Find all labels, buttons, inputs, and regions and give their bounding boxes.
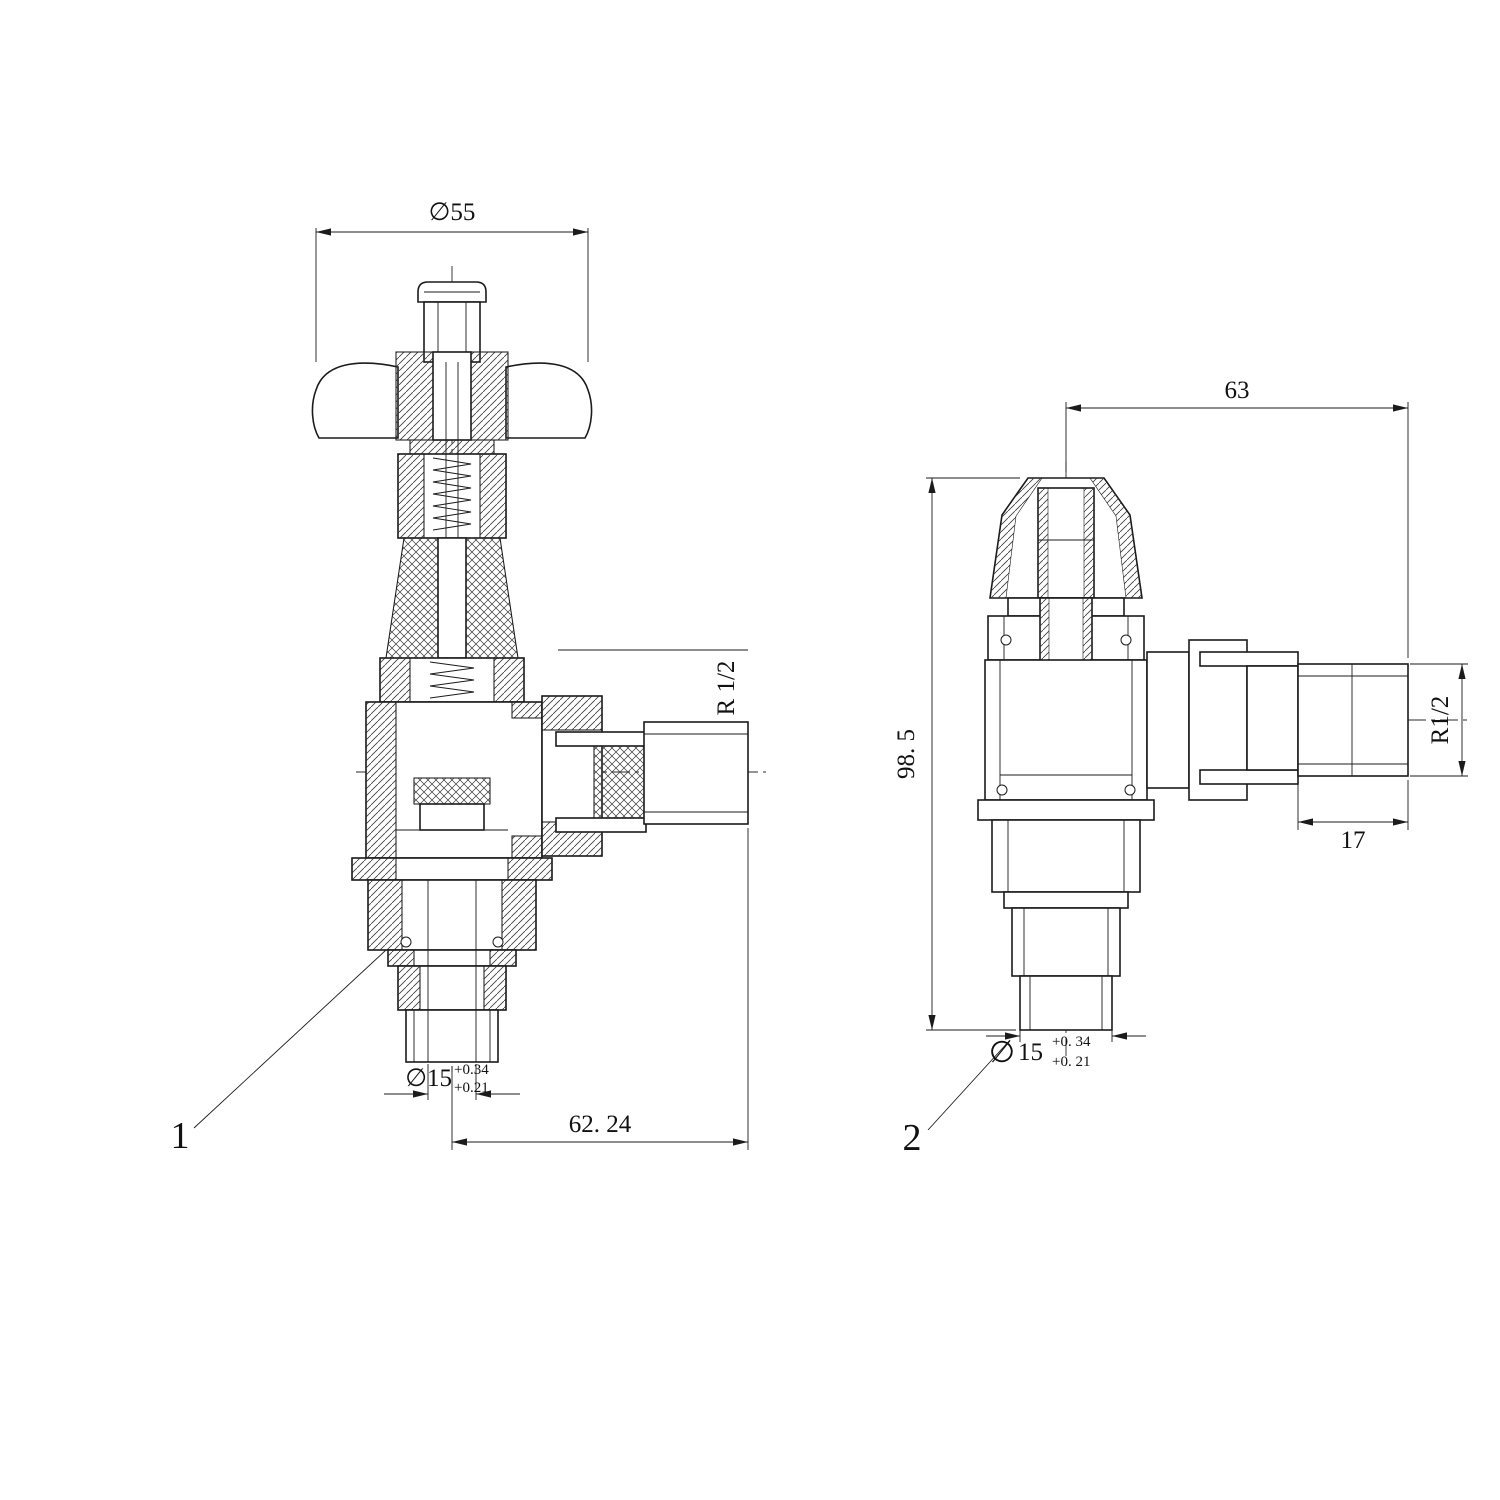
view2-outline-valve: 63 98. 5 R1/2 17 ∅ 15 +0. 34 +0. 21 2 bbox=[893, 377, 1472, 1159]
view1-section-valve: ∅55 R 1/2 ∅15 +0.34 +0.21 62. 24 1 bbox=[171, 199, 766, 1157]
dim-tail-tol-upper-2: +0. 34 bbox=[1052, 1034, 1091, 1050]
view1-valve-body bbox=[365, 701, 543, 859]
dim-handle-diameter: ∅55 bbox=[429, 199, 476, 226]
view1-handle bbox=[311, 351, 593, 455]
view1-tail-assembly bbox=[351, 857, 553, 1063]
view1-outlet-branch bbox=[541, 649, 749, 857]
dim-outlet-thread-1: R 1/2 bbox=[713, 661, 740, 716]
view1-collar bbox=[379, 657, 525, 703]
view2-outlet-branch bbox=[1146, 639, 1409, 801]
dim-overall-width: 63 bbox=[1225, 377, 1250, 404]
view2-tail-assembly bbox=[977, 799, 1155, 1031]
dim-tail-diameter-2: 15 bbox=[1018, 1039, 1043, 1066]
dim-outlet-length-1: 62. 24 bbox=[569, 1111, 632, 1138]
view1-item-label: 1 bbox=[171, 1115, 190, 1157]
dim-thread-length: 17 bbox=[1341, 827, 1366, 854]
view1-knurled-cone bbox=[385, 537, 519, 659]
view1-label-leader bbox=[193, 949, 387, 1129]
view2-dimensions: 63 98. 5 R1/2 17 ∅ 15 +0. 34 +0. 21 2 bbox=[893, 377, 1468, 1159]
dim-outlet-thread-2: R1/2 bbox=[1427, 696, 1454, 745]
dim-tail-diameter-1: ∅15 bbox=[405, 1065, 452, 1092]
view2-item-label: 2 bbox=[903, 1117, 922, 1159]
dim-overall-height: 98. 5 bbox=[893, 729, 920, 779]
view2-label-leader bbox=[927, 1039, 1011, 1131]
dim-tail-tol-upper-1: +0.34 bbox=[454, 1062, 489, 1078]
view2-head-cone bbox=[989, 477, 1143, 599]
view2-body bbox=[984, 597, 1148, 801]
dim-tail-tol-lower-2: +0. 21 bbox=[1052, 1054, 1090, 1070]
dim-tail-diameter-symbol-2: ∅ bbox=[989, 1036, 1015, 1069]
view1-spindle-cap bbox=[417, 281, 487, 363]
dim-tail-tol-lower-1: +0.21 bbox=[454, 1080, 489, 1096]
view1-dimensions: ∅55 R 1/2 ∅15 +0.34 +0.21 62. 24 1 bbox=[171, 199, 749, 1157]
